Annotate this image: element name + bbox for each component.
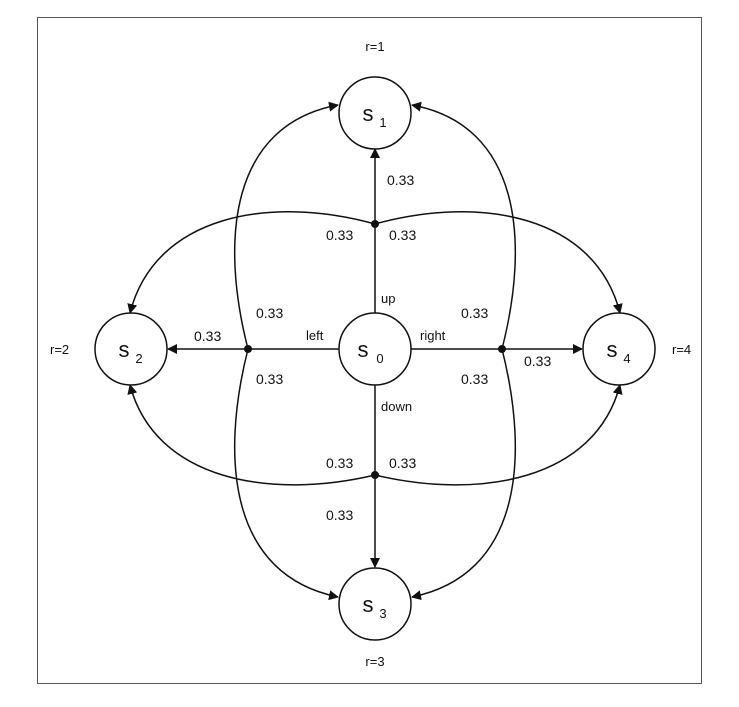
prob-up-to-s2: 0.33 <box>326 227 353 243</box>
prob-down-to-s4: 0.33 <box>389 455 416 471</box>
state-s1: s 1 <box>338 76 412 150</box>
arrow-down-to-s4 <box>374 384 623 486</box>
arrow-left-to-s3 <box>233 348 339 601</box>
prob-up-to-s1: 0.33 <box>387 172 414 188</box>
prob-right-to-s1: 0.33 <box>461 305 488 321</box>
prob-left-to-s3: 0.33 <box>256 371 283 387</box>
arrow-right-to-s1 <box>411 101 517 350</box>
svg-text:2: 2 <box>135 351 142 366</box>
reward-label-s4: r=4 <box>672 342 691 357</box>
svg-text:s: s <box>358 337 369 362</box>
svg-text:0: 0 <box>376 351 383 366</box>
prob-right-to-s3: 0.33 <box>461 371 488 387</box>
arrow-left-to-s1 <box>233 101 339 350</box>
prob-right-to-s4: 0.33 <box>524 353 551 369</box>
prob-left-to-s1: 0.33 <box>256 305 283 321</box>
prob-down-to-s2: 0.33 <box>326 455 353 471</box>
prob-left-to-s2: 0.33 <box>194 328 221 344</box>
svg-text:s: s <box>607 337 618 362</box>
action-node-down <box>371 471 379 479</box>
diagram-frame <box>37 17 702 684</box>
state-s3: s 3 <box>338 567 412 641</box>
reward-label-s3: r=3 <box>365 654 384 669</box>
svg-text:3: 3 <box>379 606 386 621</box>
prob-up-to-s4: 0.33 <box>389 227 416 243</box>
action-label-up: up <box>381 291 395 306</box>
state-s2: s 2 <box>94 312 168 386</box>
state-s0: s 0 <box>338 312 412 386</box>
prob-down-to-s3: 0.33 <box>326 507 353 523</box>
action-label-left: left <box>306 328 324 343</box>
action-label-right: right <box>420 328 446 343</box>
reward-label-s1: r=1 <box>365 39 384 54</box>
reward-label-s2: r=2 <box>50 342 69 357</box>
action-node-right <box>498 345 506 353</box>
action-node-up <box>371 220 379 228</box>
svg-text:1: 1 <box>379 115 386 130</box>
arrow-up-to-s4 <box>374 211 623 314</box>
action-node-left <box>244 345 252 353</box>
svg-text:s: s <box>363 101 374 126</box>
state-s4: s 4 <box>582 312 656 386</box>
arrow-up-to-s2 <box>127 211 376 314</box>
action-label-down: down <box>381 399 412 414</box>
arrow-right-to-s3 <box>411 348 517 601</box>
svg-text:s: s <box>363 592 374 617</box>
arrow-down-to-s2 <box>127 384 376 486</box>
svg-text:4: 4 <box>623 351 630 366</box>
svg-text:s: s <box>119 337 130 362</box>
